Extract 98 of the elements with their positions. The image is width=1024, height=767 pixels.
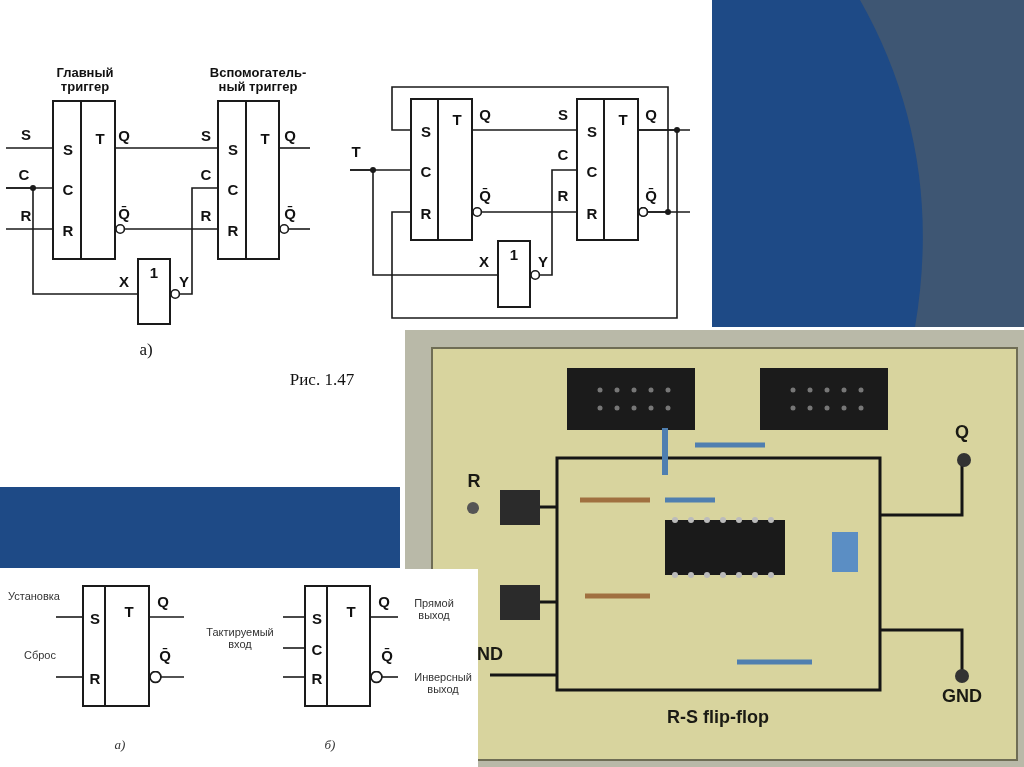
block-symbol: T	[452, 111, 462, 129]
flip-flop-block	[410, 98, 473, 241]
pin-label: R	[586, 205, 598, 223]
signal-label: Q	[378, 593, 390, 611]
wire	[472, 207, 577, 217]
signal-label: S	[558, 106, 568, 124]
flip-flop-block	[82, 585, 150, 707]
pin-label: S	[587, 123, 597, 141]
signal-label: Q̄	[284, 205, 296, 223]
logic-gate	[497, 240, 531, 308]
wire	[638, 129, 691, 131]
pin-label: C	[227, 181, 239, 199]
annotation-text: Инверсный выход	[413, 670, 473, 696]
wire	[282, 616, 305, 618]
signal-label: S	[21, 126, 31, 144]
block-symbol: 1	[149, 264, 159, 282]
flip-flop-block	[217, 100, 280, 260]
wire	[530, 169, 577, 280]
figure-caption: а)	[114, 737, 126, 753]
signal-label: Q	[645, 106, 657, 124]
block-symbol: T	[346, 603, 356, 621]
flip-flop-block	[52, 100, 116, 260]
signal-label: R	[20, 207, 32, 225]
block-heading: Вспомогатель- ный триггер	[208, 65, 308, 95]
pin-label: C	[586, 163, 598, 181]
flip-flop-block	[576, 98, 639, 241]
wire	[5, 228, 53, 230]
signal-label: C	[200, 166, 212, 184]
signal-label: S	[201, 127, 211, 145]
wire	[279, 224, 311, 234]
wire	[370, 670, 399, 684]
annotation-text: Прямой выход	[413, 596, 455, 622]
signal-label: C	[18, 166, 30, 184]
pin-label: S	[421, 123, 431, 141]
wire	[55, 676, 83, 678]
signal-label: T	[351, 143, 361, 161]
signal-label: Q̄	[479, 187, 491, 205]
block-heading: Главный триггер	[55, 65, 115, 95]
block-symbol: T	[618, 111, 628, 129]
wire	[472, 129, 577, 131]
pin-label: C	[62, 181, 74, 199]
pin-label: S	[63, 141, 73, 159]
pin-label: S	[228, 141, 238, 159]
signal-label: Q̄	[159, 647, 171, 665]
pin-label: R	[420, 205, 432, 223]
wire	[279, 147, 311, 149]
board-label: GND	[942, 687, 982, 707]
signal-label: R	[557, 187, 569, 205]
wire	[55, 616, 83, 618]
pin-label: R	[62, 222, 74, 240]
wire	[282, 647, 305, 649]
figure-caption: б)	[324, 737, 336, 753]
wire	[149, 616, 185, 618]
signal-label: Q̄	[118, 205, 130, 223]
wire	[170, 187, 218, 299]
signal-label: Q	[118, 127, 130, 145]
signal-label: X	[119, 273, 129, 291]
signal-label: Q̄	[381, 647, 393, 665]
pin-label: S	[90, 610, 100, 628]
signal-label: C	[557, 146, 569, 164]
annotation-text: Тактируемый вход	[205, 625, 275, 651]
signal-label: Q	[479, 106, 491, 124]
board-label: R	[467, 472, 481, 492]
logic-gate	[137, 258, 171, 325]
wire	[282, 676, 305, 678]
board-label: R-S flip-flop	[667, 708, 769, 728]
signal-label: Y	[179, 273, 189, 291]
wire	[5, 147, 53, 149]
wire	[5, 187, 138, 295]
annotation-text: Установка	[7, 589, 61, 603]
board-label: ND	[477, 645, 503, 665]
annotation-text: Сброс	[23, 648, 57, 662]
signal-label: R	[200, 207, 212, 225]
pin-label: R	[89, 670, 101, 688]
pin-label: C	[420, 163, 432, 181]
signal-label: Q	[284, 127, 296, 145]
pin-label: R	[227, 222, 239, 240]
signal-label: Q	[157, 593, 169, 611]
figure-caption: Рис. 1.47	[289, 370, 355, 390]
wire	[149, 670, 185, 684]
block-symbol: T	[260, 130, 270, 148]
board-label: Q	[955, 423, 969, 443]
wire	[115, 224, 218, 234]
signal-label: X	[479, 253, 489, 271]
pin-label: C	[311, 641, 323, 659]
wire	[370, 616, 399, 618]
signal-label: Q̄	[645, 187, 657, 205]
pin-label: S	[312, 610, 322, 628]
wire	[638, 207, 691, 217]
pin-label: R	[311, 670, 323, 688]
wire	[349, 169, 498, 276]
block-symbol: T	[95, 130, 105, 148]
wire	[115, 147, 218, 149]
figure-caption: а)	[139, 340, 153, 360]
block-symbol: 1	[509, 246, 519, 264]
block-symbol: T	[124, 603, 134, 621]
flip-flop-block	[304, 585, 371, 707]
signal-label: Y	[538, 253, 548, 271]
